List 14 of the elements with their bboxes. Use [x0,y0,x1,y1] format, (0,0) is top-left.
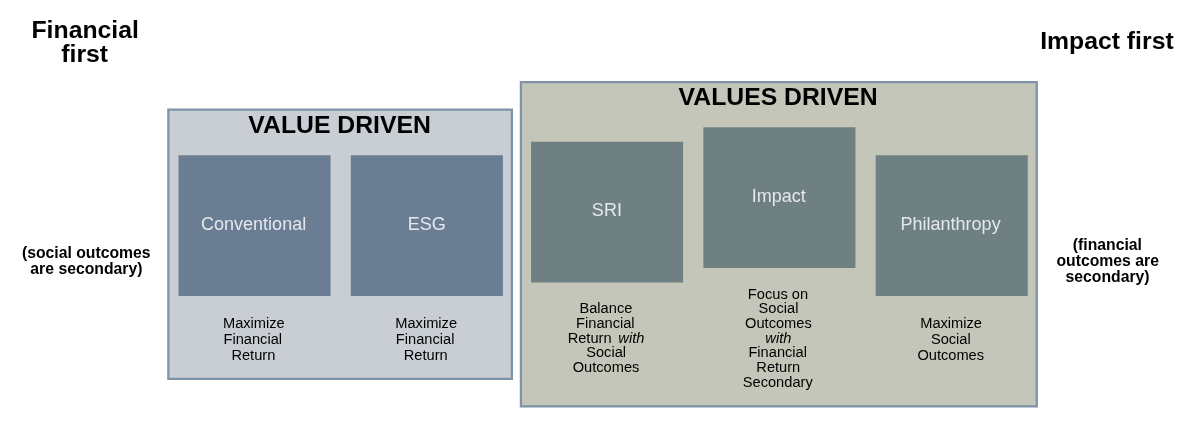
node-label: Maximize Social Outcomes [917,315,985,363]
node-label: Focus on Social Outcomes with Financial Return Secondary [742,285,813,390]
node-label: Maximize Financial Return [395,315,458,363]
node-label: Balance Financial Return with Social Outcomes [567,300,645,376]
label: (social outcomes are secondary) [21,244,151,277]
node-box: ESG [350,155,503,297]
node-box: Philanthropy [875,155,1028,297]
label: Financial first [31,15,139,68]
node-label: Maximize Financial Return [222,315,285,363]
label: (financial outcomes are secondary) [1056,236,1159,285]
label: Impact first [1040,26,1174,54]
node-box: Impact [703,127,856,268]
node-box: SRI [531,141,684,283]
node-box: Conventional [178,155,331,297]
